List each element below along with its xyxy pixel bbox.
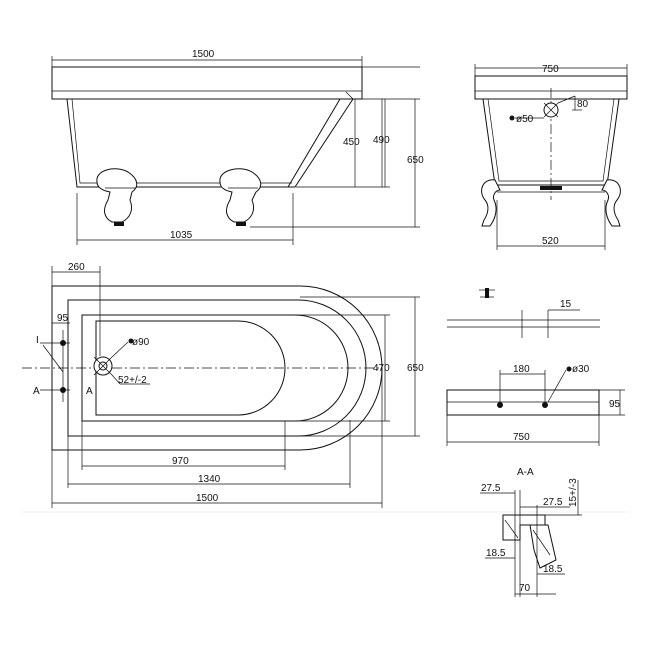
front-body — [66, 98, 354, 188]
dim-front-inner-height: 450 — [343, 137, 360, 148]
dim-rim-hole-diameter: ø30 — [572, 364, 590, 375]
rim-hole-right — [542, 402, 548, 408]
dim-plan-inner-length: 1340 — [198, 474, 221, 485]
plan-view: ø90 52+/-2 260 95 I A A 470 650 970 — [22, 262, 630, 513]
dim-side-drain-diameter: ø50 — [516, 114, 534, 125]
dim-front-feet: 1035 — [170, 230, 193, 241]
dim-plan-inner-width: 470 — [373, 363, 390, 374]
section-marker: I — [36, 335, 39, 346]
dim-rim-depth: 95 — [609, 399, 621, 410]
dim-rim-hole-spacing: 180 — [513, 364, 530, 375]
foot-left — [96, 168, 138, 226]
dim-plan-basin-length: 970 — [172, 456, 189, 467]
dim-section-height-tol: 15+/-3 — [568, 478, 579, 507]
dim-tap-thickness: 15 — [560, 299, 572, 310]
dim-side-drain-offset: 80 — [577, 99, 589, 110]
dim-section-base: 70 — [519, 583, 531, 594]
dim-plan-overflow-diameter: ø90 — [132, 337, 150, 348]
plan-basin-inner — [95, 320, 286, 416]
dim-rim-width: 750 — [513, 432, 530, 443]
tap-icon — [485, 288, 489, 298]
dim-plan-outer-width: 650 — [407, 363, 424, 374]
rim-hole-left — [497, 402, 503, 408]
dim-section-top-right: 27.5 — [543, 497, 563, 508]
section-label-left: A — [33, 386, 40, 397]
dim-front-length: 1500 — [192, 49, 215, 60]
foot-right — [219, 168, 262, 226]
dim-plan-drain-position: 52+/-2 — [118, 375, 147, 386]
side-foot-right — [601, 179, 621, 227]
dim-section-bottom-right: 18.5 — [543, 564, 563, 575]
section-aa: A-A 27.5 27.5 15+/-3 18.5 18.5 70 — [480, 467, 582, 597]
side-rim — [474, 75, 628, 100]
dim-front-rim-height: 490 — [373, 135, 390, 146]
rim-detail: 180 ø30 95 750 — [446, 364, 625, 446]
tap-detail: 15 — [447, 288, 600, 338]
side-view: 750 80 ø50 520 — [474, 64, 628, 250]
dim-plan-drain-offset: 260 — [68, 262, 85, 273]
plan-inner-rim — [67, 299, 367, 437]
front-rim — [51, 66, 363, 100]
rim-strip — [446, 389, 600, 416]
plan-basin-outer — [81, 314, 349, 422]
dim-plan-waste-offset: 95 — [57, 313, 69, 324]
front-view: 1500 1035 450 490 650 — [51, 49, 424, 245]
dim-front-total-height: 650 — [407, 155, 424, 166]
dim-section-bottom-left: 18.5 — [486, 548, 506, 559]
dim-side-feet: 520 — [542, 236, 559, 247]
section-aa-title: A-A — [517, 467, 534, 478]
dim-side-width: 750 — [542, 64, 559, 75]
section-label-right: A — [86, 386, 93, 397]
dim-plan-overall-length: 1500 — [196, 493, 219, 504]
dim-section-top-left: 27.5 — [481, 483, 501, 494]
side-foot-left — [481, 179, 501, 227]
